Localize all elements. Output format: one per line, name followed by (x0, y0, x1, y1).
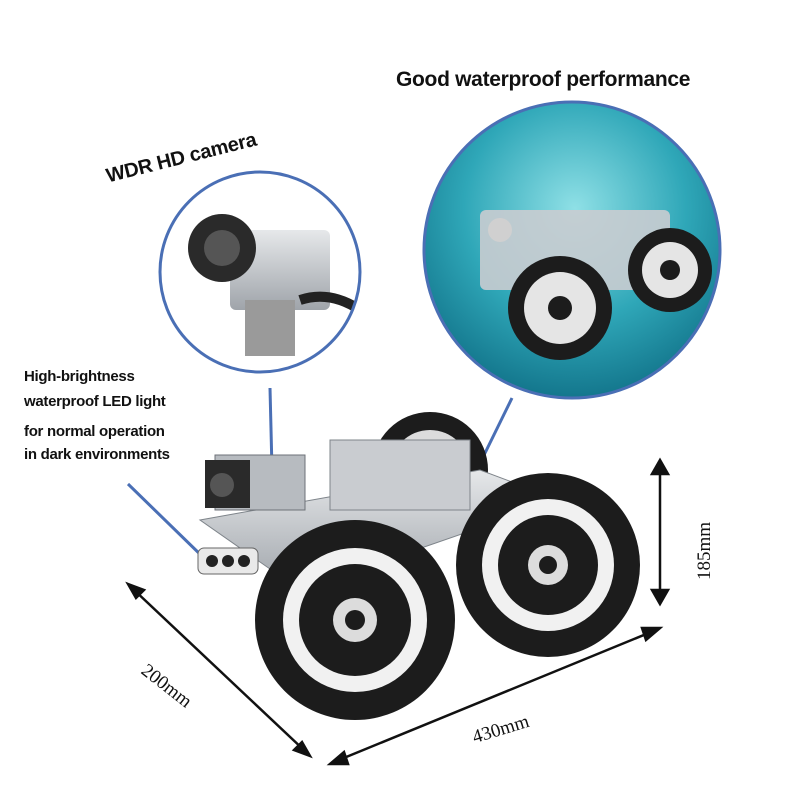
led-caption-line-1: High-brightness (24, 368, 135, 385)
waterproof-callout-ring (422, 100, 722, 400)
waterproof-title: Good waterproof performance (396, 68, 691, 91)
led-caption-line-3: for normal operation (24, 423, 165, 440)
robot-main (197, 412, 640, 720)
dimension-arrows (125, 457, 671, 766)
camera-closeup (160, 172, 360, 372)
led-pointer-line (126, 482, 208, 562)
led-caption-line-4: in dark environments (24, 446, 170, 463)
camera-callout-ring (158, 170, 362, 374)
led-caption-line-2: waterproof LED light (24, 393, 166, 410)
height-dimension: 185mm (694, 521, 715, 580)
underwater-scene (424, 102, 720, 398)
